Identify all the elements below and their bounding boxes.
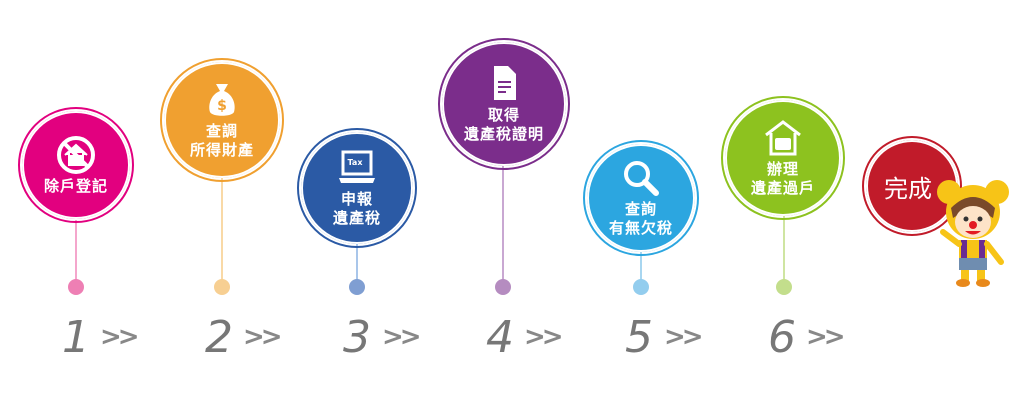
next-arrows: >> [806,322,846,352]
connector-line [783,216,785,280]
next-arrows: >> [100,322,140,352]
step-dot [349,279,365,295]
step-dot [633,279,649,295]
connector-line [640,252,642,280]
step-2-circle: $ 查調 所得財產 [160,58,284,182]
step-4-circle: 取得 遺產稅證明 [438,38,570,170]
garage-car-icon [765,120,801,156]
step-label: 遺產過戶 [750,179,815,197]
step-5-circle: 查詢 有無欠稅 [583,140,699,256]
step-label: 查調 [205,122,238,140]
svg-text:$: $ [217,98,227,114]
step-number: 3 [343,312,371,363]
step-number: 6 [768,312,796,363]
document-icon [494,66,516,100]
money-bag-icon: $ [209,84,235,116]
step-number: 2 [205,312,233,363]
step-label: 有無欠稅 [608,219,673,237]
next-arrows: >> [664,322,704,352]
step-label: 申報 [340,190,373,208]
step-label: 辦理 [766,160,799,178]
magnifier-icon [624,161,659,196]
step-number: 1 [62,312,90,363]
step-dot [495,279,511,295]
step-label: 查詢 [624,200,657,218]
step-dot [214,279,230,295]
step-label: 所得財產 [189,141,254,159]
no-house-icon [57,135,95,174]
step-number: 4 [486,312,514,363]
step-1-circle: 除戶登記 [18,107,134,223]
svg-text:Tax: Tax [348,158,364,167]
laptop-tax-icon: Tax [339,150,375,183]
connector-line [75,220,77,280]
step-3-circle: Tax 申報 遺產稅 [297,128,417,248]
complete-label: 完成 [884,174,932,203]
connector-line [502,166,504,280]
next-arrows: >> [524,322,564,352]
step-dot [68,279,84,295]
connector-line [221,178,223,280]
step-label: 除戶登記 [43,176,108,195]
step-label: 遺產稅 [332,209,381,227]
next-arrows: >> [243,322,283,352]
step-dot [776,279,792,295]
step-number: 5 [625,312,653,363]
step-label: 遺產稅證明 [463,125,544,143]
mascot-illustration [937,180,1009,287]
step-label: 取得 [487,106,520,124]
connector-line [356,244,358,280]
next-arrows: >> [382,322,422,352]
step-6-circle: 辦理 遺產過戶 [721,96,845,220]
